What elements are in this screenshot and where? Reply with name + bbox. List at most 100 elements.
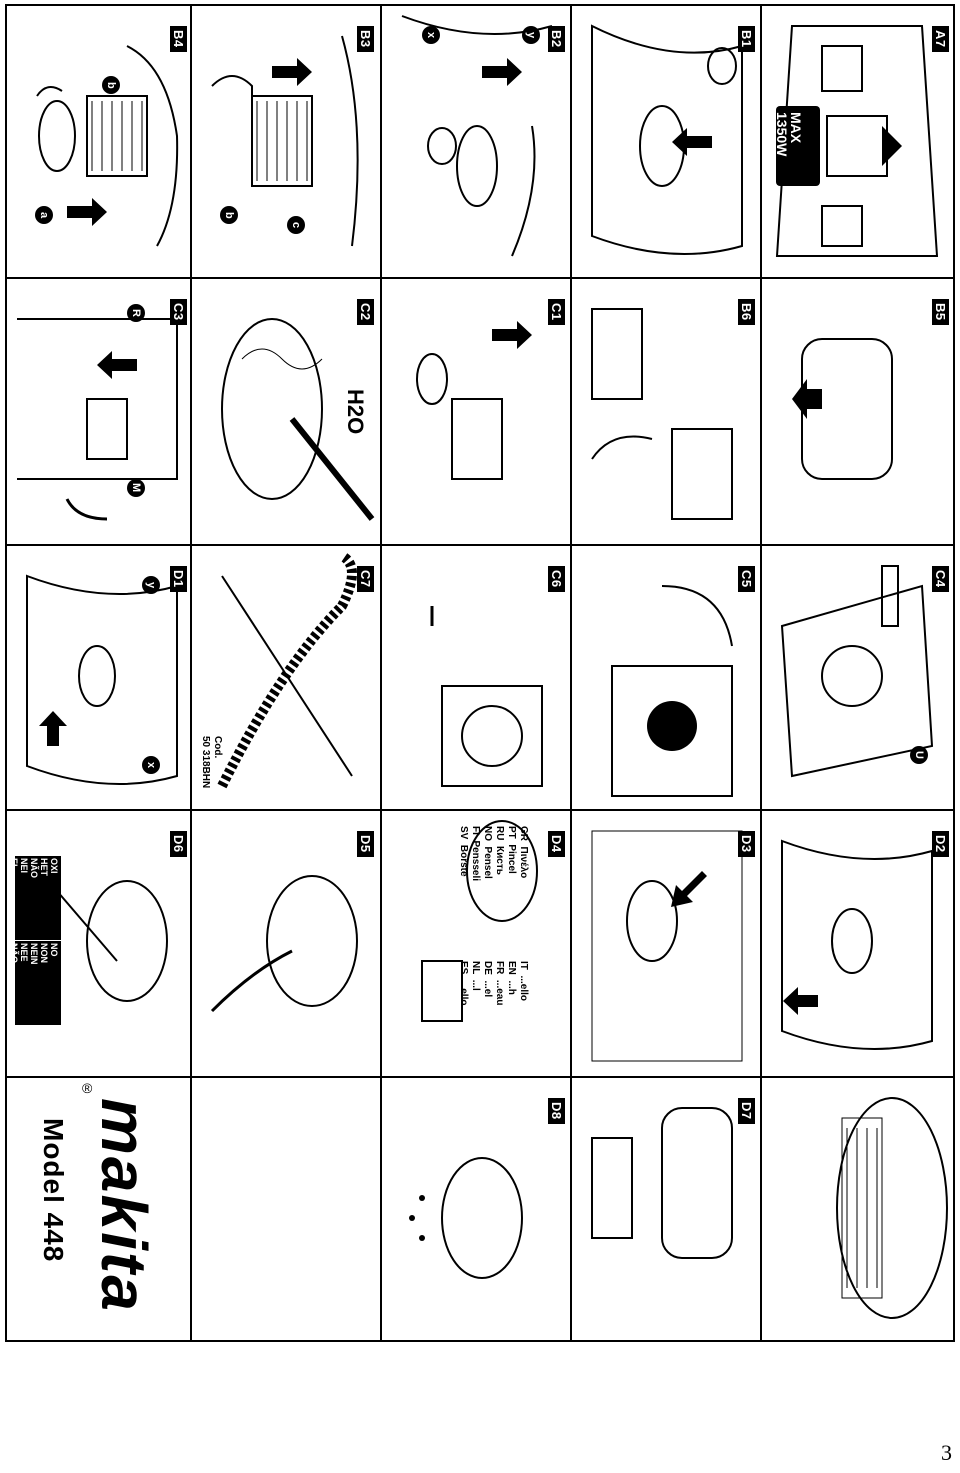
illustration-cartridge-remove [591, 1107, 733, 1259]
illustration-cartridge-rinse [409, 1157, 523, 1279]
illustration-bag-fitting [401, 15, 553, 257]
max-power-badge: MAX 1350W [774, 106, 820, 186]
step-B2: B2 x y [382, 6, 570, 277]
step-C1: C1 [382, 279, 570, 544]
step-tag: B4 [170, 26, 187, 52]
grid-divider [380, 6, 382, 1340]
makita-logo: makita [88, 1098, 160, 1313]
step-tag: C1 [548, 299, 565, 325]
no-words-box: NO NON NEIN NEE NÃO [9, 941, 61, 1025]
illustration-sander-connect [611, 585, 733, 797]
illustration-cartridge-insert [591, 308, 733, 520]
illustration-tool-connection [430, 606, 543, 787]
step-tag: B2 [548, 26, 565, 52]
grid-divider [7, 809, 953, 811]
step-A7: A7 MAX 1350W [762, 6, 953, 277]
grid-divider [7, 544, 953, 546]
step-C4: C4 U [762, 546, 953, 809]
step-tag: D2 [932, 831, 949, 857]
step-tag: D3 [738, 831, 755, 857]
step-tag: A7 [932, 26, 949, 52]
step-tag: C2 [357, 299, 374, 325]
step-C7: C7 Cod. 50 318BHN [192, 546, 380, 809]
illustration-saw-connect [780, 565, 934, 778]
illustration-filter-install [211, 35, 359, 247]
illustration-vacuum-top [836, 1097, 948, 1319]
step-B1: B1 [572, 6, 760, 277]
step-C3: C3 M R [7, 279, 190, 544]
illustration-filter-bag-fit [792, 338, 893, 480]
callout-y: y [522, 26, 540, 44]
step-tag: C4 [932, 566, 949, 592]
brush-translations-right: GR Πινέλο PT Pincel RU Кисть NO Pensel F… [458, 826, 529, 882]
step-tag: D1 [170, 566, 187, 592]
callout-a: a [35, 206, 53, 224]
illustration-filter-wash-wrong [56, 880, 168, 1002]
step-B6: B6 [572, 279, 760, 544]
step-tag: C6 [548, 566, 565, 592]
step-tag: B6 [738, 299, 755, 325]
grid-divider [760, 6, 762, 1340]
brush-translations-left: IT ...ello EN ...h FR ...eau DE ...el NL… [458, 961, 529, 1006]
step-tag: D7 [738, 1098, 755, 1124]
step-tag: D8 [548, 1098, 565, 1124]
callout-M: M [127, 479, 145, 497]
grid-divider [570, 6, 572, 1340]
callout-R: R [127, 304, 145, 322]
step-tag: D6 [170, 831, 187, 857]
water-label: H2O [343, 389, 368, 435]
illustration-hose-connect [17, 318, 178, 521]
step-D6: D6 OXI HET NÃO NEI EI NEJ NO NON NEIN NE… [7, 811, 190, 1076]
step-D5: D5 [192, 811, 380, 1076]
callout-x: x [422, 26, 440, 44]
step-B4: B4 a b [7, 6, 190, 277]
step-tag: B5 [932, 299, 949, 325]
step-D8: D8 [382, 1078, 570, 1340]
step-tag: C3 [170, 299, 187, 325]
step-D3: D3 [572, 811, 760, 1076]
step-D1: D1 x y [7, 546, 190, 809]
step-D4: D4 IT ...ello EN ...h FR ...eau DE ...el… [382, 811, 570, 1076]
step-tag: C7 [357, 566, 374, 592]
illustration-filter-cap-removal [36, 45, 179, 247]
step-tag: C5 [738, 566, 755, 592]
machine-overview [762, 1078, 953, 1340]
callout-y: y [142, 576, 160, 594]
callout-x: x [142, 756, 160, 774]
step-B3: B3 b c [192, 6, 380, 277]
step-D2: D2 [762, 811, 953, 1076]
brand-panel: makita ® Model 448 [7, 1078, 380, 1340]
grid-divider [7, 1076, 953, 1078]
max-label: MAX [788, 112, 804, 144]
callout-b: b [220, 206, 238, 224]
illustration-bag-seal [591, 830, 743, 1062]
callout-U: U [910, 746, 928, 764]
step-tag: B3 [357, 26, 374, 52]
manual-page-frame: B4 a b B3 b c B2 x y [5, 4, 955, 1342]
step-tag: D5 [357, 831, 374, 857]
illustration-wet-filter [416, 321, 532, 480]
callout-c: c [287, 216, 305, 234]
illustration-wet-suction [221, 318, 375, 521]
illustration-hose-storage [217, 551, 357, 789]
part-code-number: 50 318BHN [200, 736, 211, 789]
step-C5: C5 [572, 546, 760, 809]
yes-words-box: OXI HET NÃO NEI EI NEJ [7, 856, 61, 940]
registered-mark: ® [82, 1080, 93, 1096]
step-C6: C6 [382, 546, 570, 809]
wattage-label: 1350W [774, 112, 790, 157]
grid-divider [7, 277, 953, 279]
step-tag: B1 [738, 26, 755, 52]
page-number: 3 [941, 1440, 952, 1465]
illustration-bag-pull-out [781, 839, 933, 1050]
illustration-filter-rinse [210, 875, 358, 1013]
callout-b: b [102, 76, 120, 94]
step-C2: C2 H2O [192, 279, 380, 544]
illustration-filter-brush [421, 820, 538, 1022]
illustration-bag-removal [26, 574, 178, 785]
step-B5: B5 [762, 279, 953, 544]
grid-divider [190, 6, 192, 1340]
model-label: Model 448 [38, 1118, 69, 1263]
step-D7: D7 [572, 1078, 760, 1340]
part-code-label: Cod. [212, 736, 223, 759]
